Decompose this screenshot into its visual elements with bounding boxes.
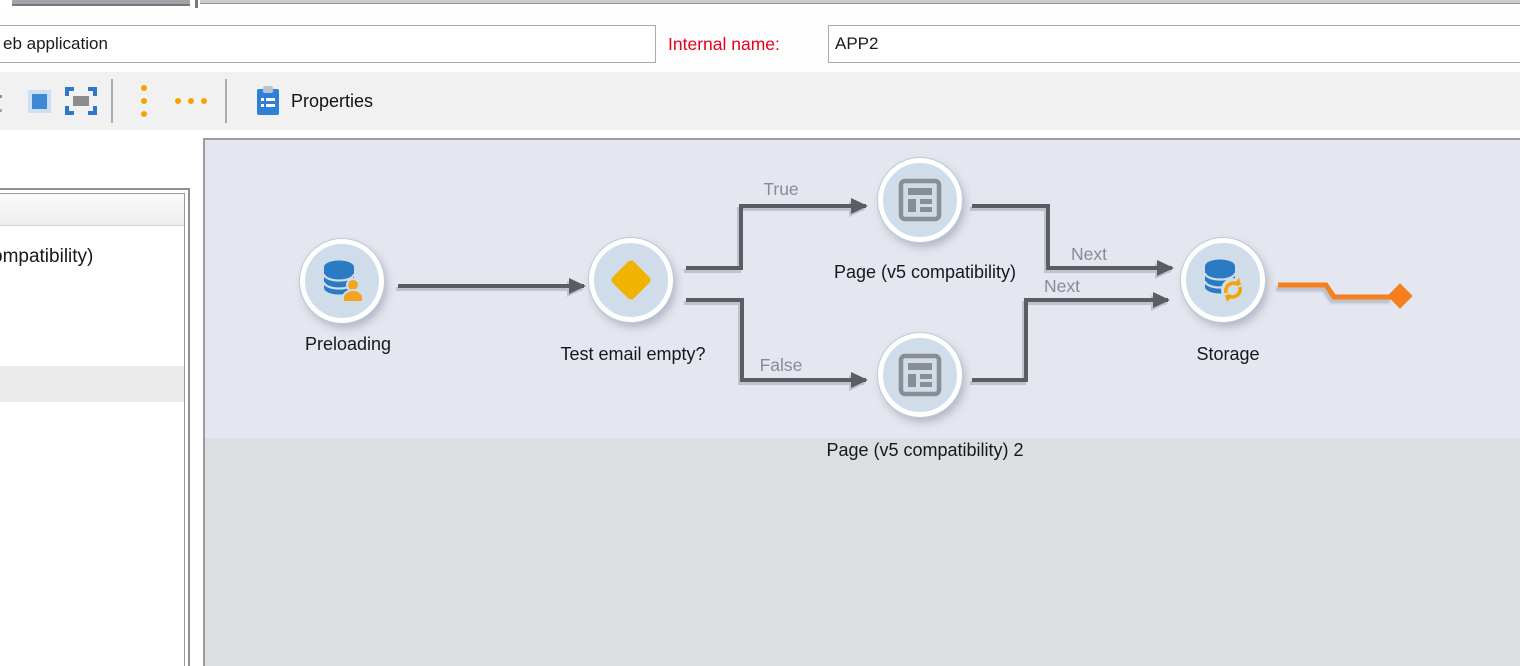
list-header[interactable] xyxy=(0,194,184,226)
horizontal-ellipsis-button[interactable] xyxy=(175,98,207,104)
fit-to-view-button[interactable] xyxy=(47,87,97,115)
properties-button[interactable]: Properties xyxy=(247,81,381,121)
edge-label-false: False xyxy=(759,355,803,375)
element-list: ompatibility) xyxy=(0,193,185,666)
cut-off-toolbar-icon[interactable] xyxy=(0,84,10,118)
page-layout-icon xyxy=(898,178,942,222)
top-tab-strip xyxy=(0,0,1520,9)
canvas-lower-band xyxy=(205,438,1520,666)
orange-dot-icon xyxy=(201,98,207,104)
decision-diamond-icon xyxy=(611,260,651,300)
tab-bar-remnant xyxy=(200,0,1520,4)
node-page-bottom[interactable] xyxy=(878,333,962,417)
list-row-highlight[interactable] xyxy=(0,366,184,402)
toolbar-separator xyxy=(225,79,227,123)
vertical-ellipsis-button[interactable] xyxy=(141,85,147,117)
node-decision[interactable] xyxy=(589,238,673,322)
toolbar-separator xyxy=(111,79,113,123)
node-preloading[interactable] xyxy=(300,239,384,323)
orange-dot-icon xyxy=(141,111,147,117)
node-label-preloading: Preloading xyxy=(304,334,392,354)
orange-dot-icon xyxy=(141,98,147,104)
toolbar: Properties xyxy=(0,72,1520,130)
edge-label-true: True xyxy=(763,179,799,199)
blue-square-icon xyxy=(32,93,47,109)
orange-dot-icon xyxy=(141,85,147,91)
node-label-decision: Test email empty? xyxy=(560,344,706,364)
diagram-canvas[interactable] xyxy=(203,138,1520,666)
properties-label: Properties xyxy=(291,90,374,111)
page-layout-icon xyxy=(898,353,942,397)
orange-dot-icon xyxy=(175,98,181,104)
tab-remnant[interactable] xyxy=(12,0,190,6)
internal-name-input[interactable] xyxy=(828,25,1520,63)
database-sync-icon xyxy=(1203,259,1245,302)
edge-label-next-bottom: Next xyxy=(1044,276,1080,296)
internal-name-label: Internal name: xyxy=(668,34,780,54)
clipboard-icon xyxy=(257,86,279,115)
orange-dot-icon xyxy=(188,98,194,104)
node-label-storage: Storage xyxy=(1196,344,1260,364)
fit-screen-icon xyxy=(65,87,97,115)
node-label-page-top: Page (v5 compatibility) xyxy=(833,262,1017,282)
list-item-page-compatibility[interactable]: ompatibility) xyxy=(0,242,184,272)
database-user-icon xyxy=(322,260,364,303)
zoom-small-button[interactable] xyxy=(10,93,47,109)
node-page-top[interactable] xyxy=(878,158,962,242)
element-list-panel: ompatibility) xyxy=(0,188,190,666)
node-label-page-bottom: Page (v5 compatibility) 2 xyxy=(826,440,1024,460)
application-name-input[interactable] xyxy=(0,25,656,63)
header-row: Internal name: xyxy=(0,9,1520,72)
edge-label-next-top: Next xyxy=(1071,244,1107,264)
tab-divider xyxy=(195,0,198,8)
list-item-label: ompatibility) xyxy=(0,246,94,267)
node-storage[interactable] xyxy=(1181,238,1265,322)
